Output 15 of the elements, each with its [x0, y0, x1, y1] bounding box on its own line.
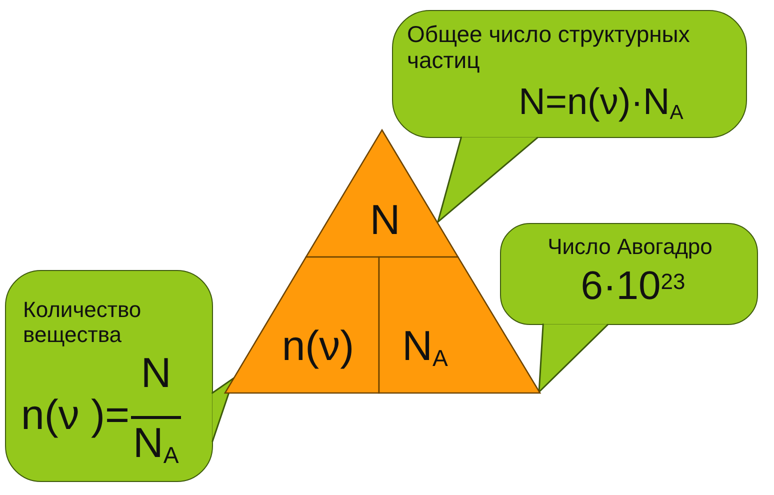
callout-text: Число Авогадро — [548, 234, 712, 260]
variable-label: N — [370, 196, 400, 244]
fraction-numerator: N — [140, 349, 172, 398]
formula: 6·10$^{23}$ — [580, 263, 686, 309]
callout-text: Количество вещества — [23, 297, 142, 348]
callout-text: Общее число структурных частиц — [407, 21, 691, 74]
formula: n(ν )= — [21, 391, 130, 440]
triangle-section — [225, 257, 379, 393]
triangle-section — [306, 130, 458, 257]
variable-label: n(ν) — [282, 322, 354, 370]
variable-label: N$_{A}$ — [402, 322, 448, 370]
speech-bubble — [5, 270, 213, 482]
formula: N=n(ν)·N$_{A}$ — [518, 81, 684, 124]
fraction-denominator: N$_{A}$ — [133, 419, 179, 468]
triangle-section — [379, 257, 540, 393]
